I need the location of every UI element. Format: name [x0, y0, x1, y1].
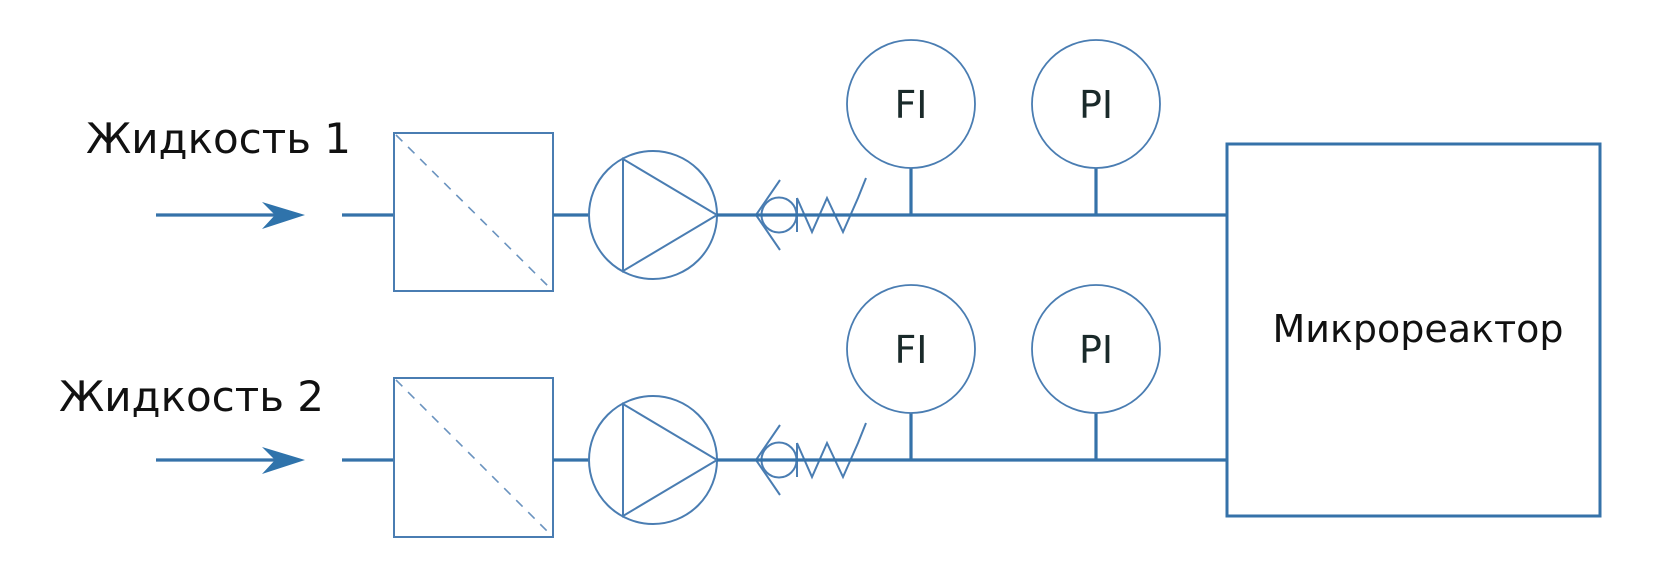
feed-line-2: Жидкость 2 FI [59, 284, 1227, 538]
feed-line-1: Жидкость 1 FI [86, 39, 1227, 292]
feed-label-2: Жидкость 2 [59, 372, 324, 421]
microreactor-label: Микрореактор [1272, 307, 1563, 351]
pump-icon [588, 150, 719, 280]
flow-indicator-label: FI [894, 328, 927, 372]
pressure-indicator-1: PI [1031, 39, 1161, 215]
flow-arrow-icon [156, 202, 305, 229]
flow-indicator-2: FI [846, 284, 976, 460]
pressure-indicator-label: PI [1079, 328, 1113, 372]
filter-icon [393, 132, 554, 292]
flow-indicator-1: FI [846, 39, 976, 215]
flow-indicator-label: FI [894, 83, 927, 127]
filter-icon [393, 377, 554, 538]
feed-label-1: Жидкость 1 [86, 114, 351, 163]
pressure-indicator-label: PI [1079, 83, 1113, 127]
pressure-indicator-2: PI [1031, 284, 1161, 460]
flow-arrow-icon [156, 447, 305, 474]
pump-icon [588, 395, 719, 525]
microreactor: Микрореактор [1225, 142, 1602, 518]
